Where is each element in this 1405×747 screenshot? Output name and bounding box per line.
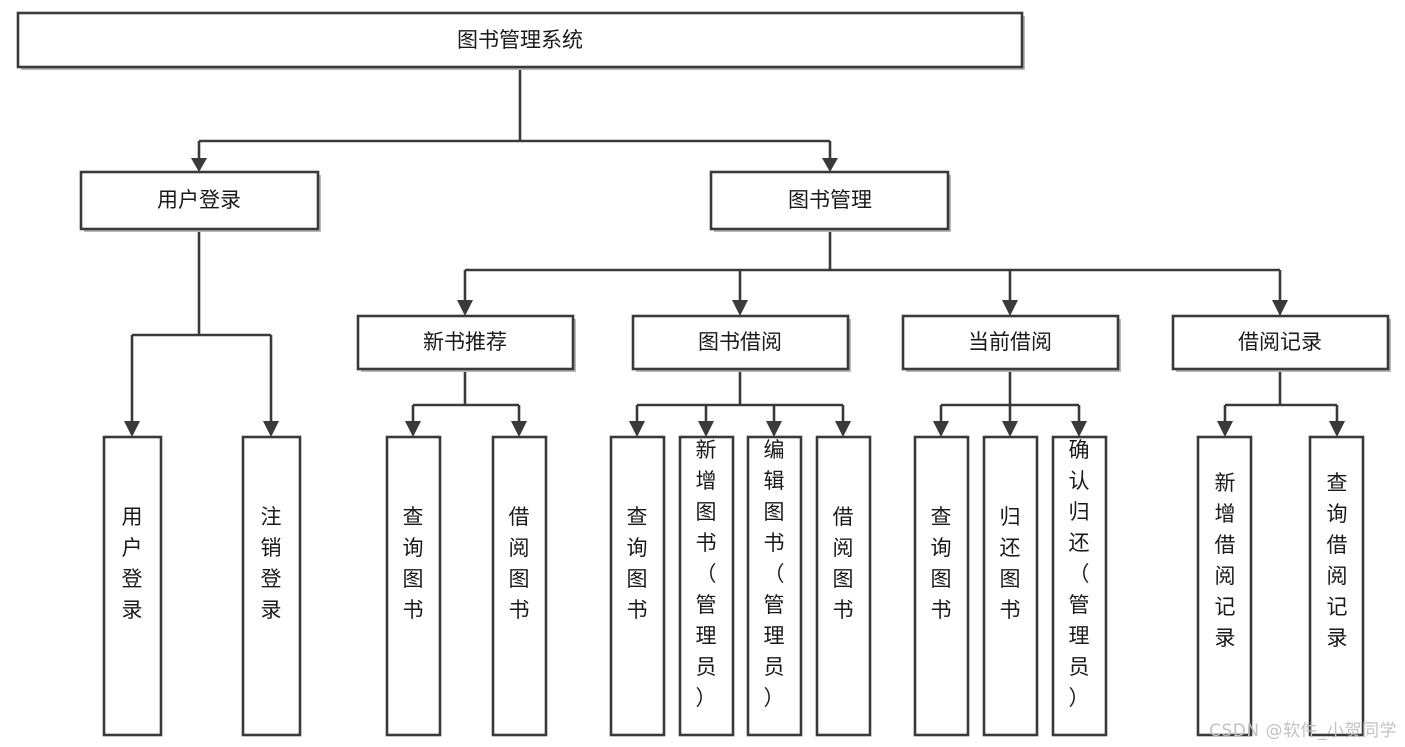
edges-layer bbox=[124, 67, 1345, 437]
arrow-head-leaf-add-record bbox=[1217, 421, 1233, 437]
node-login-box bbox=[79, 170, 320, 231]
node-leaf-borrow-book-2-label: 借阅图书 bbox=[833, 505, 854, 622]
node-leaf-query-book-1-box bbox=[385, 435, 442, 737]
node-leaf-borrow-book-2[interactable]: 借阅图书 bbox=[815, 435, 872, 737]
node-root[interactable]: 图书管理系统 bbox=[16, 11, 1025, 70]
arrow-head-leaf-edit-book bbox=[766, 421, 782, 437]
node-leaf-query-book-2[interactable]: 查询图书 bbox=[609, 435, 666, 737]
node-leaf-borrow-book-1-box bbox=[491, 435, 548, 737]
node-leaf-return-book[interactable]: 归还图书 bbox=[982, 435, 1039, 737]
arrow-head-leaf-query-book-3 bbox=[933, 421, 949, 437]
node-leaf-query-book-2-label: 查询图书 bbox=[627, 505, 648, 622]
node-records-label: 借阅记录 bbox=[1238, 330, 1322, 354]
node-newbook-label: 新书推荐 bbox=[423, 330, 507, 354]
node-records[interactable]: 借阅记录 bbox=[1171, 314, 1391, 372]
arrow-head-leaf-user-logout bbox=[263, 421, 279, 437]
node-leaf-add-record[interactable]: 新增借阅记录 bbox=[1196, 435, 1253, 737]
node-leaf-query-record-label: 查询借阅记录 bbox=[1327, 471, 1348, 650]
node-root-box bbox=[16, 11, 1024, 69]
arrow-head-leaf-borrow-book-1 bbox=[511, 421, 527, 437]
node-root-label: 图书管理系统 bbox=[457, 28, 583, 52]
arrow-head-leaf-query-book-2 bbox=[629, 421, 645, 437]
node-leaf-confirm-return-box bbox=[1051, 435, 1108, 737]
node-leaf-edit-book[interactable]: 编辑图书（管理员） bbox=[746, 435, 803, 737]
node-leaf-borrow-book-1[interactable]: 借阅图书 bbox=[491, 435, 548, 737]
arrow-head-login bbox=[191, 158, 207, 172]
node-leaf-user-logout[interactable]: 注销登录 bbox=[241, 435, 302, 737]
node-leaf-user-login-label: 用户登录 bbox=[122, 505, 143, 622]
arrow-head-bookmgmt bbox=[822, 158, 838, 172]
node-leaf-user-login[interactable]: 用户登录 bbox=[102, 435, 163, 737]
node-leaf-query-record-box bbox=[1308, 435, 1365, 737]
node-leaf-confirm-return[interactable]: 确认归还（管理员） bbox=[1051, 435, 1108, 737]
node-leaf-borrow-book-1-label: 借阅图书 bbox=[509, 505, 530, 622]
arrow-head-leaf-user-login bbox=[124, 421, 140, 437]
node-leaf-add-record-label: 新增借阅记录 bbox=[1215, 471, 1236, 650]
node-login[interactable]: 用户登录 bbox=[79, 170, 321, 232]
node-leaf-return-book-box bbox=[982, 435, 1039, 737]
node-leaf-user-logout-label: 注销登录 bbox=[261, 505, 282, 622]
arrow-head-leaf-query-book-1 bbox=[405, 421, 421, 437]
node-leaf-add-record-box bbox=[1196, 435, 1253, 737]
node-newbook[interactable]: 新书推荐 bbox=[356, 314, 576, 372]
node-leaf-query-book-1[interactable]: 查询图书 bbox=[385, 435, 442, 737]
node-leaf-query-book-3-box bbox=[913, 435, 970, 737]
node-leaf-add-book-box bbox=[678, 435, 735, 737]
arrow-head-leaf-return-book bbox=[1002, 421, 1018, 437]
node-bookmgmt-label: 图书管理 bbox=[788, 188, 872, 212]
arrow-head-newbook bbox=[457, 300, 473, 316]
node-leaf-borrow-book-2-box bbox=[815, 435, 872, 737]
arrow-head-leaf-confirm-return bbox=[1071, 421, 1087, 437]
arrow-head-records bbox=[1272, 300, 1288, 316]
arrow-head-current bbox=[1002, 300, 1018, 316]
node-current-box bbox=[901, 314, 1120, 371]
node-leaf-edit-book-box bbox=[746, 435, 803, 737]
node-leaf-query-book-3[interactable]: 查询图书 bbox=[913, 435, 970, 737]
node-leaf-edit-book-label: 编辑图书（管理员） bbox=[764, 438, 785, 710]
node-borrow-box bbox=[631, 314, 850, 371]
node-leaf-query-book-3-label: 查询图书 bbox=[931, 505, 952, 622]
node-bookmgmt-box bbox=[709, 170, 950, 231]
node-current[interactable]: 当前借阅 bbox=[901, 314, 1121, 372]
nodes-layer: 图书管理系统 用户登录 图书管理 新书推荐 bbox=[16, 11, 1391, 737]
arrow-head-leaf-borrow-book-2 bbox=[835, 421, 851, 437]
node-bookmgmt[interactable]: 图书管理 bbox=[709, 170, 951, 232]
node-leaf-add-book-label: 新增图书（管理员） bbox=[696, 438, 717, 710]
arrow-head-borrow bbox=[732, 300, 748, 316]
node-leaf-add-book[interactable]: 新增图书（管理员） bbox=[678, 435, 735, 737]
node-newbook-box bbox=[356, 314, 575, 371]
node-current-label: 当前借阅 bbox=[968, 330, 1052, 354]
node-leaf-confirm-return-label: 确认归还（管理员） bbox=[1069, 438, 1090, 710]
arrow-head-leaf-query-record bbox=[1329, 421, 1345, 437]
node-leaf-return-book-label: 归还图书 bbox=[1000, 505, 1021, 622]
node-records-box bbox=[1171, 314, 1390, 371]
node-leaf-user-login-box bbox=[102, 435, 163, 737]
arrow-head-leaf-add-book bbox=[698, 421, 714, 437]
node-leaf-query-book-1-label: 查询图书 bbox=[403, 505, 424, 622]
node-leaf-query-book-2-box bbox=[609, 435, 666, 737]
node-login-label: 用户登录 bbox=[157, 188, 241, 212]
node-borrow[interactable]: 图书借阅 bbox=[631, 314, 851, 372]
node-leaf-query-record[interactable]: 查询借阅记录 bbox=[1308, 435, 1365, 737]
node-borrow-label: 图书借阅 bbox=[698, 330, 782, 354]
node-leaf-user-logout-box bbox=[241, 435, 302, 737]
